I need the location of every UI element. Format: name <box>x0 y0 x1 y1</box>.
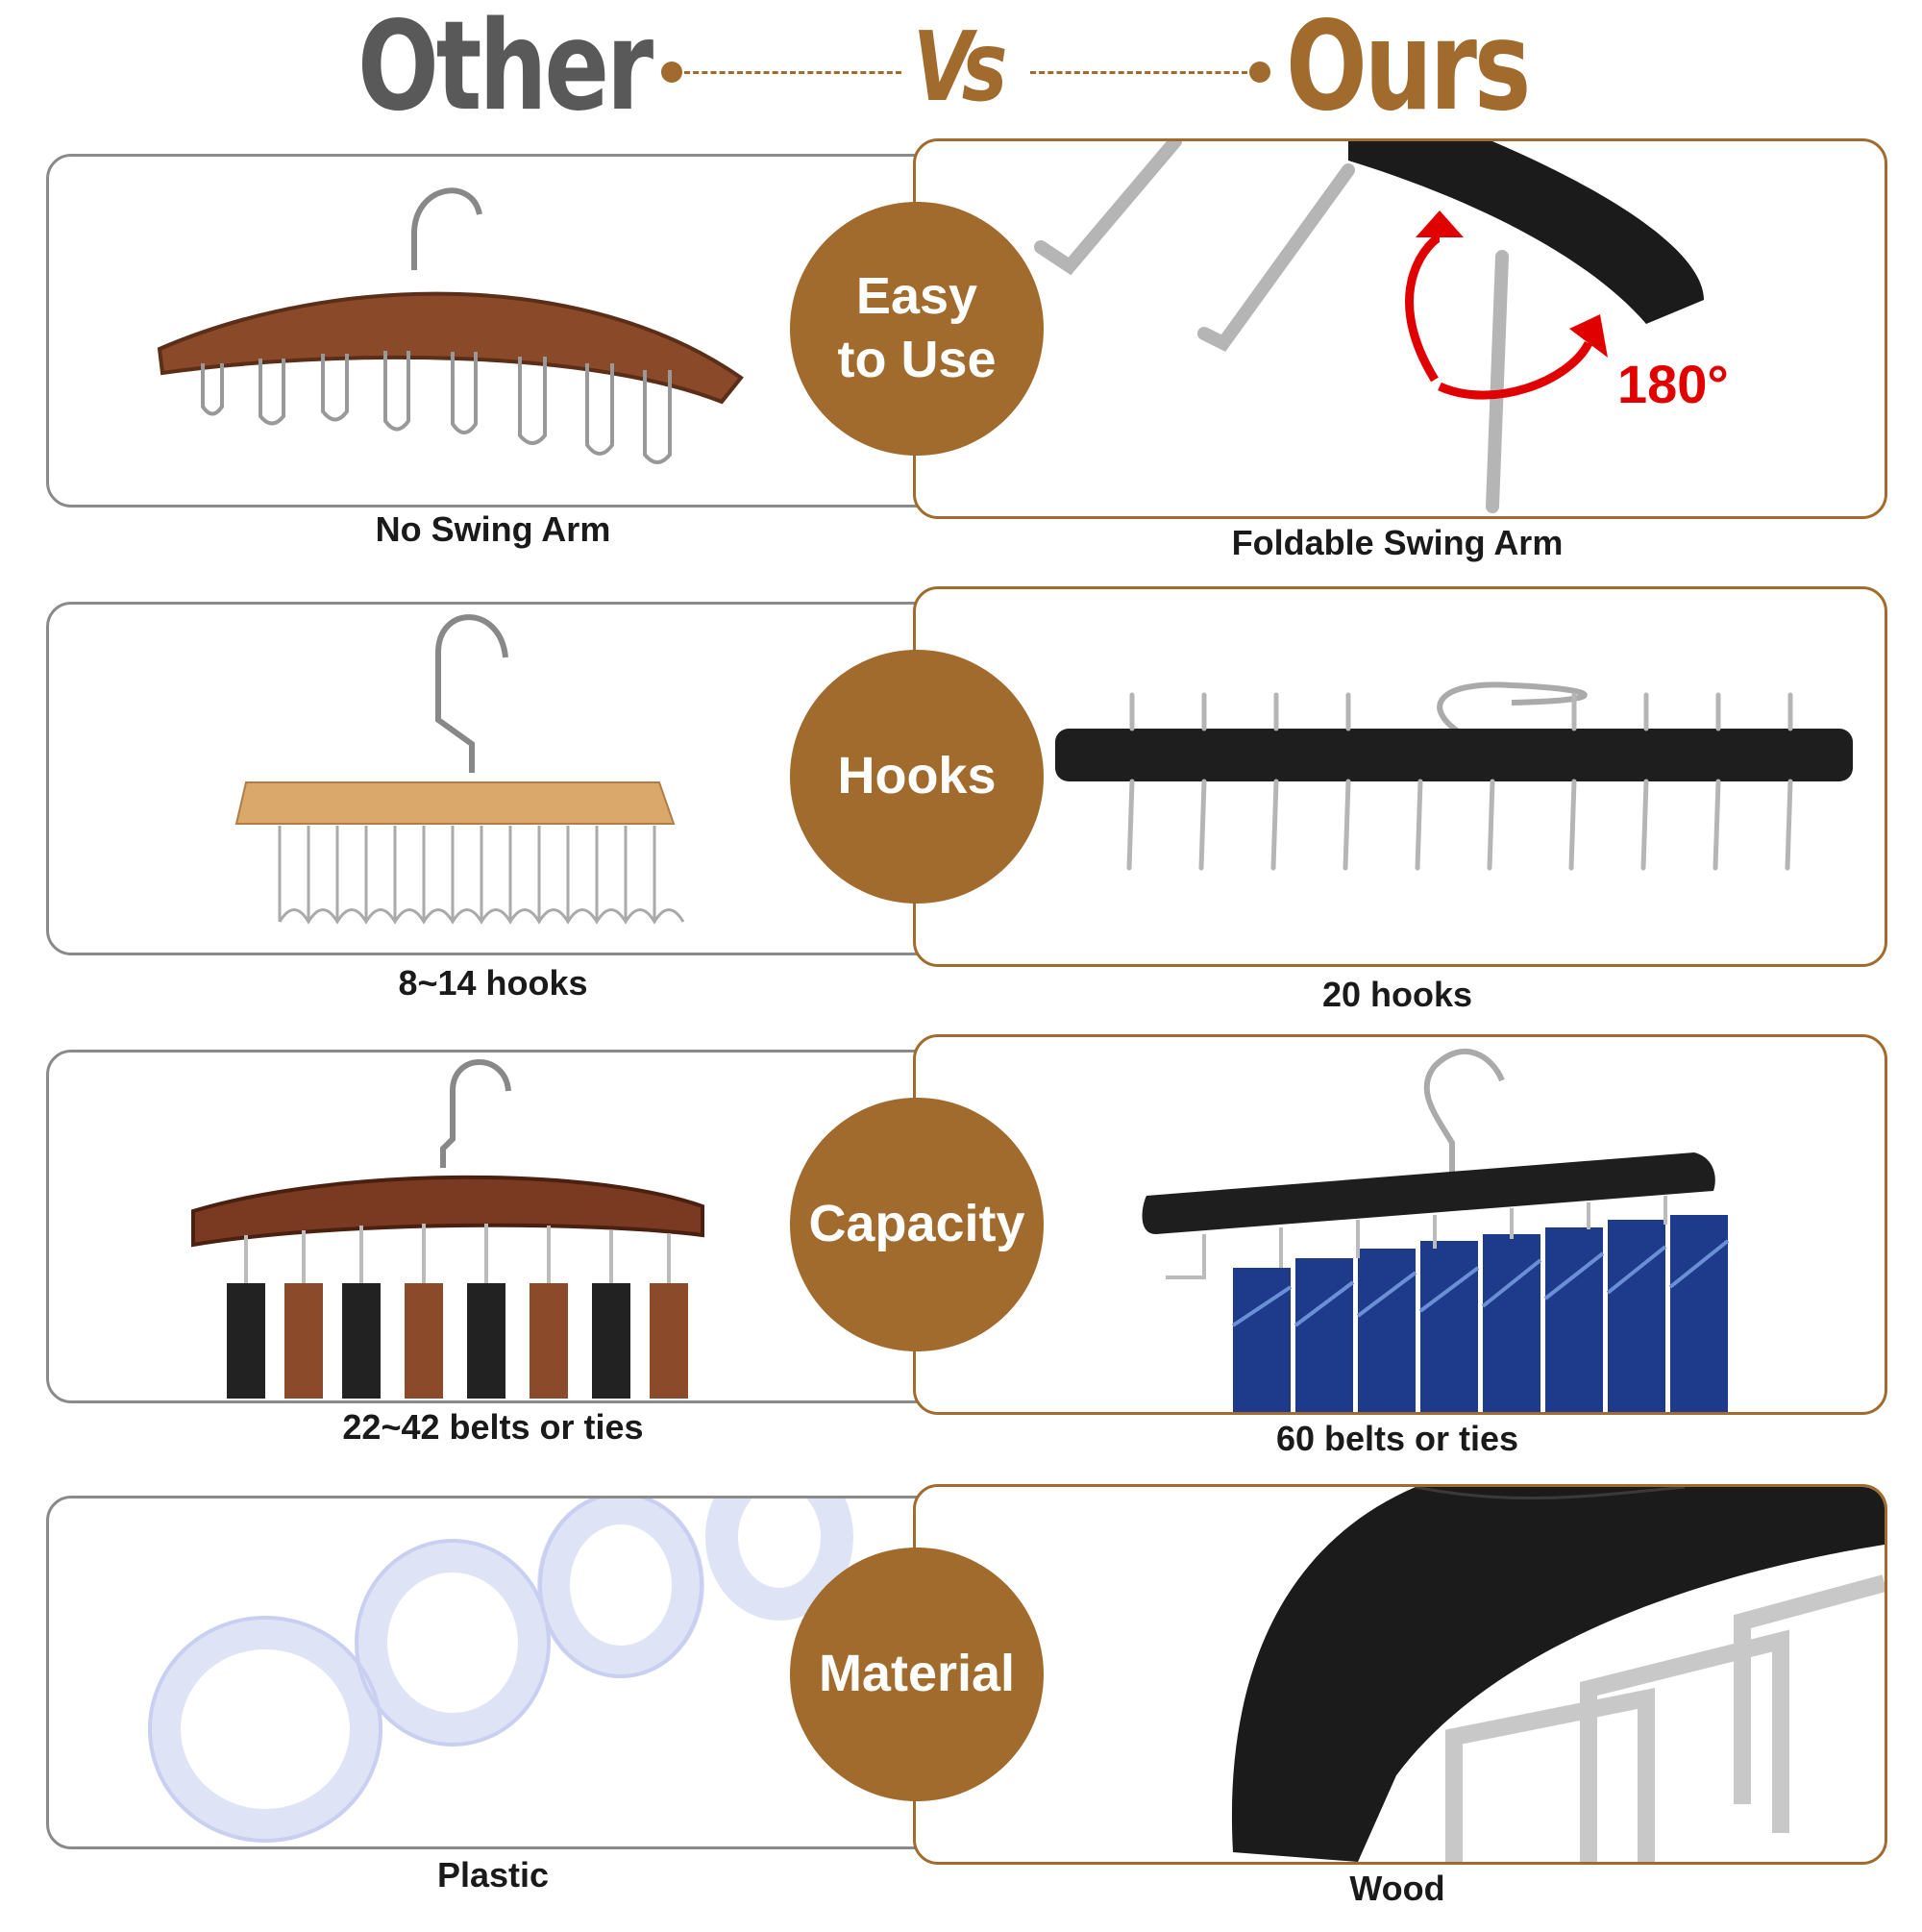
row-capacity: 22~42 belts or ties 60 belts or ties Cap… <box>0 1034 1922 1486</box>
header-dashed-line-left <box>684 71 901 74</box>
comparison-header: Other Vs Ours <box>0 0 1922 135</box>
plastic-ring-hanger-image <box>148 1499 853 1843</box>
header-dashed-line-right <box>1030 71 1247 74</box>
row-easy-to-use: No Swing Arm 180° Foldable Swing Arm Eas… <box>0 135 1922 586</box>
feature-badge-label: Hooks <box>837 747 997 805</box>
row-hooks: 8~14 hooks 20 hooks Hooks <box>0 586 1922 1038</box>
ours-hanger-panel <box>913 1484 1887 1865</box>
other-caption: 22~42 belts or ties <box>342 1407 644 1447</box>
header-vs-label: Vs <box>913 11 1007 123</box>
rotation-angle-label: 180° <box>1617 354 1729 414</box>
hanger-60-ties-image <box>1142 1048 1730 1412</box>
header-other-label: Other <box>357 0 653 138</box>
header-dot-right <box>1249 62 1270 83</box>
other-caption: No Swing Arm <box>375 509 611 549</box>
feature-badge-label: Easy to Use <box>837 267 997 388</box>
feature-badge-material: Material <box>790 1548 1044 1801</box>
header-ours-label: Ours <box>1286 0 1531 138</box>
other-caption: 8~14 hooks <box>398 963 588 1003</box>
feature-badge-capacity: Capacity <box>790 1098 1044 1351</box>
ours-caption: 60 belts or ties <box>1275 1419 1519 1458</box>
ours-caption: Foldable Swing Arm <box>1231 523 1564 562</box>
wooden-hanger-no-swing-image <box>157 187 744 464</box>
feature-badge-hooks: Hooks <box>790 650 1044 904</box>
foldable-swing-arm-image: 180° <box>1034 141 1729 513</box>
ours-caption: 20 hooks <box>1321 975 1473 1014</box>
hanger-20-hooks-image <box>1055 681 1853 871</box>
ours-hanger-panel <box>913 1034 1887 1415</box>
hanger-8-14-hooks-image <box>234 614 685 925</box>
feature-badge-label: Material <box>818 1645 1016 1703</box>
other-hanger-panel <box>46 602 946 955</box>
ours-hanger-panel <box>913 586 1887 967</box>
wood-hanger-closeup-image <box>1231 1487 1885 1862</box>
wooden-hanger-belts-image <box>191 1059 704 1399</box>
header-dot-left <box>661 62 682 83</box>
ours-hanger-panel: 180° <box>913 138 1887 519</box>
feature-badge-easy-to-use: Easy to Use <box>790 202 1044 456</box>
feature-badge-label: Capacity <box>808 1195 1025 1253</box>
row-material: Plastic Wood Material <box>0 1480 1922 1932</box>
other-caption: Plastic <box>436 1855 550 1895</box>
ours-caption: Wood <box>1349 1869 1445 1908</box>
